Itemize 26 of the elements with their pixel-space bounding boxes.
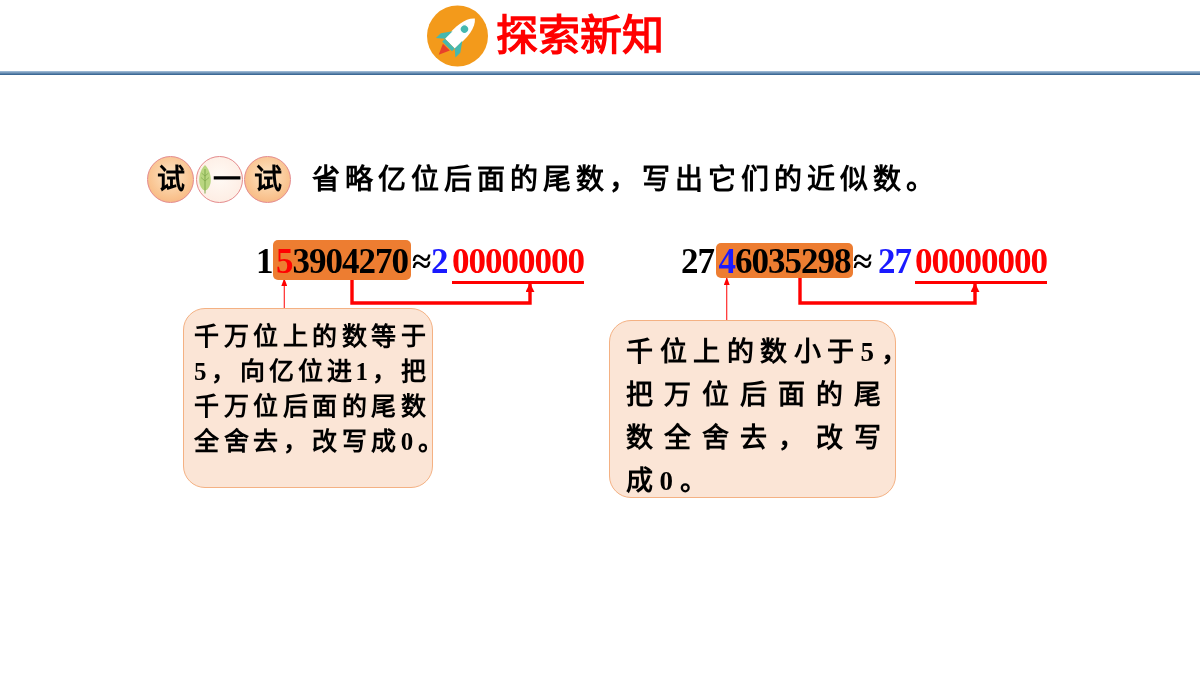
badge-character: 一 — [213, 164, 241, 195]
number-text: 2 — [431, 243, 448, 281]
highlight-box — [273, 240, 411, 280]
bracket-arrow — [350, 280, 535, 305]
underlined-number: 00000000 — [452, 243, 584, 284]
leader-arrow — [281, 278, 288, 309]
approx-sign: ≈ — [853, 243, 872, 281]
bracket-arrow — [798, 278, 980, 305]
callout-box: 千位上的数小于5，把万位后面的尾数全舍去，改写成0。 — [609, 320, 896, 498]
callout-box: 千万位上的数等于5，向亿位进1，把千万位后面的尾数全舍去，改写成0。 — [183, 308, 433, 488]
badge-circle: 试 — [147, 156, 194, 203]
underlined-number: 00000000 — [915, 243, 1047, 284]
number-text: 1 — [256, 243, 273, 281]
number-text: 6035298 — [735, 246, 851, 278]
page-title: 探索新知 — [496, 14, 664, 58]
highlight-box — [716, 243, 853, 278]
number-text: 27 — [878, 243, 911, 281]
instruction-text: 省略亿位后面的尾数，写出它们的近似数。 — [312, 163, 939, 197]
badge-circle: 试 — [244, 156, 291, 203]
digit-text: 5 — [276, 245, 293, 279]
digit-text: 4 — [718, 246, 735, 278]
approx-sign: ≈ — [412, 243, 431, 281]
leader-arrow — [723, 277, 730, 321]
number-text: 27 — [681, 243, 714, 281]
number-text: 3904270 — [292, 245, 408, 279]
badge-circle — [196, 156, 243, 203]
